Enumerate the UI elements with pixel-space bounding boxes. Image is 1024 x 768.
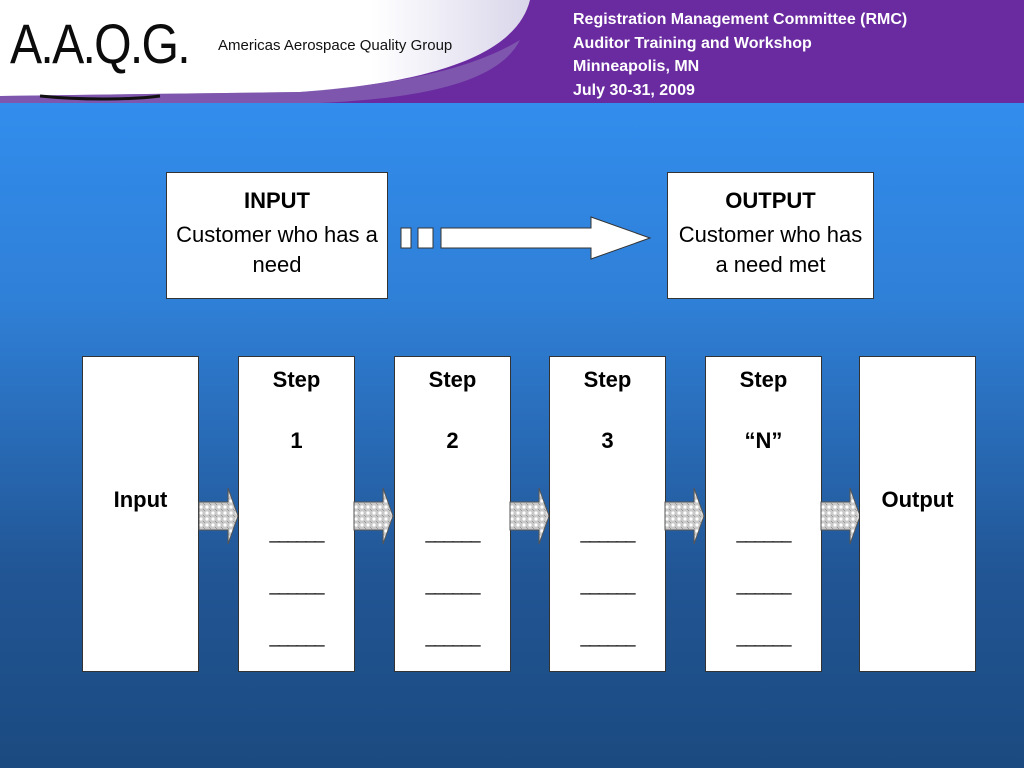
step-3-blank-1: ______ [580,523,635,543]
step-3-blank-3: ______ [580,627,635,647]
flow-arrow-4 [664,487,705,545]
event-title: Auditor Training and Workshop [573,34,812,52]
step-3-number: 3 [601,428,614,453]
output-description: Customer who has a need met [678,222,863,277]
step-n-word: Step [739,367,788,392]
step-2-blank-2: ______ [425,575,480,595]
process-output-box: Output [859,356,976,672]
step-2-number: 2 [446,428,459,453]
step-3-word: Step [583,367,632,392]
logo-swoosh [39,94,161,101]
input-description: Customer who has a need [176,222,378,277]
output-title: OUTPUT [725,188,816,213]
process-input-label: Input [113,487,168,512]
header-wave-graphic [0,0,530,103]
step-3-box: Step 3 ______ ______ ______ [549,356,666,672]
process-output-label: Output [881,487,954,512]
event-location: Minneapolis, MN [573,58,700,75]
step-1-blank-1: ______ [269,523,324,543]
step-2-box: Step 2 ______ ______ ______ [394,356,511,672]
step-1-box: Step 1 ______ ______ ______ [238,356,355,672]
arrow-body [440,216,652,260]
step-3-blank-2: ______ [580,575,635,595]
flow-arrow-1 [198,487,239,545]
step-1-blank-3: ______ [269,627,324,647]
logo-tagline: Americas Aerospace Quality Group [218,37,453,54]
step-n-blank-3: ______ [736,627,791,647]
flow-arrow-3 [509,487,550,545]
step-n-blank-1: ______ [736,523,791,543]
event-info: Registration Management Committee (RMC) … [573,8,907,102]
event-committee: Registration Management Committee (RMC) [573,11,908,28]
aaqg-logo: A.A.Q.G. [10,12,191,75]
output-box: OUTPUT Customer who has a need met [667,172,874,299]
step-n-box: Step “N” ______ ______ ______ [705,356,822,672]
step-2-blank-3: ______ [425,627,480,647]
step-2-word: Step [428,367,477,392]
header-bar: A.A.Q.G. Americas Aerospace Quality Grou… [0,0,1024,103]
arrow-dash-2 [417,227,434,249]
big-right-arrow [400,216,652,260]
input-title: INPUT [244,188,310,213]
step-n-blank-2: ______ [736,575,791,595]
process-input-box: Input [82,356,199,672]
step-n-number: “N” [744,428,783,453]
input-box: INPUT Customer who has a need [166,172,388,299]
arrow-dash-1 [400,227,412,249]
step-2-blank-1: ______ [425,523,480,543]
flow-arrow-5 [820,487,861,545]
step-1-word: Step [272,367,321,392]
event-date: July 30-31, 2009 [573,81,695,99]
step-1-blank-2: ______ [269,575,324,595]
flow-arrow-2 [353,487,394,545]
step-1-number: 1 [290,428,303,453]
